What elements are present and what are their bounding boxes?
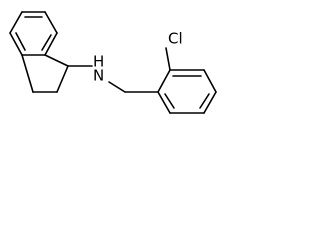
bond <box>44 32 58 56</box>
chlorine-label: Cl <box>168 30 183 48</box>
indane-cyclopentane-ring <box>21 54 69 93</box>
amine-h-label: H <box>93 53 104 71</box>
amine-n-label: N <box>93 67 104 85</box>
double-bond-inner <box>199 93 210 109</box>
bond <box>9 32 23 56</box>
bond <box>44 11 58 34</box>
chlorobenzene-ring <box>157 69 217 114</box>
bond <box>157 91 171 114</box>
bond <box>44 54 69 67</box>
bond-c-cl <box>165 47 171 71</box>
double-bond-inner <box>15 32 26 51</box>
bond <box>203 91 217 114</box>
bond <box>203 69 217 93</box>
bond <box>9 11 23 34</box>
bond <box>21 54 34 93</box>
bond-n-ch2 <box>108 81 126 93</box>
double-bond-inner <box>41 34 52 51</box>
indane-benzene-ring <box>9 11 58 56</box>
bond <box>157 69 171 93</box>
molecule-structure: H N Cl <box>9 11 217 114</box>
double-bond-inner <box>164 93 175 109</box>
bond <box>56 65 69 93</box>
amine-label: H N <box>93 53 104 85</box>
